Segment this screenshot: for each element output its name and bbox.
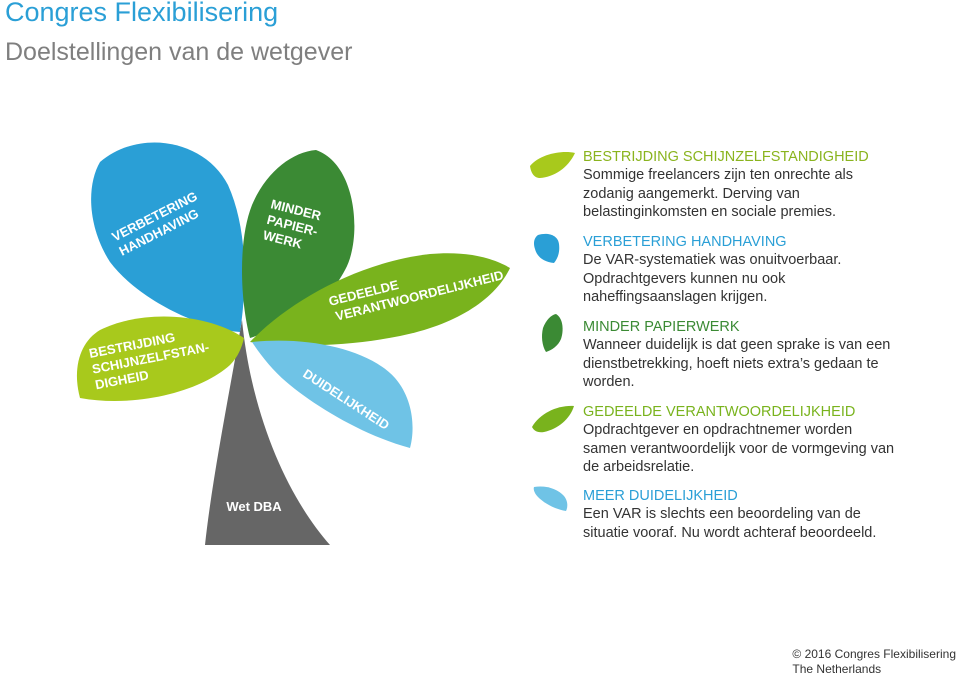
legend-title: VERBETERING HANDHAVING (583, 234, 787, 250)
legend-desc-line: belastinginkomsten en sociale premies. (583, 204, 837, 220)
legend-desc-line: naheffingsaanslagen krijgen. (583, 289, 768, 305)
leaf-icon (530, 152, 575, 178)
legend-desc-line: Sommige freelancers zijn ten onrechte al… (583, 167, 853, 183)
legend-title: GEDEELDE VERANTWOORDELIJKHEID (583, 404, 856, 420)
legend-desc-line: de arbeidsrelatie. (583, 459, 695, 475)
leaf-icon (542, 314, 563, 352)
legend-desc-line: situatie vooraf. Nu wordt achteraf beoor… (583, 524, 877, 541)
legend-desc-line: dienstbetrekking, hoeft niets extra’s ge… (583, 355, 879, 372)
legend-desc-line: Wanneer duidelijk is dat geen sprake is … (583, 337, 891, 353)
leaf-icon (533, 486, 568, 511)
footer: © 2016 Congres Flexibilisering The Nethe… (792, 647, 956, 677)
petal-verbetering (91, 142, 245, 332)
legend-desc-line: Opdrachtgever en opdrachtnemer worden (583, 422, 853, 438)
legend-title: MINDER PAPIERWERK (583, 319, 740, 335)
legend-desc-line: Een VAR is slechts een beoordeling van d… (583, 506, 861, 522)
legend-title: BESTRIJDING SCHIJNZELFSTANDIGHEID (583, 149, 869, 165)
footer-copyright: © 2016 Congres Flexibilisering (792, 647, 956, 661)
page-subtitle: Doelstellingen van de wetgever (5, 38, 353, 66)
legend-title: MEER DUIDELIJKHEID (583, 488, 738, 504)
petal-duidelijkheid (252, 340, 413, 448)
page-title: Congres Flexibilisering (5, 0, 279, 27)
petal-gedeelde (250, 253, 510, 346)
petal-label-minder: MINDER PAPIER- WERK (262, 196, 327, 255)
stem-label: Wet DBA (226, 499, 282, 514)
leaf-icon (532, 405, 574, 433)
legend-desc-line: Opdrachtgevers kunnen nu ook (583, 270, 786, 287)
legend-desc-line: zodanig aangemerkt. Derving van (583, 185, 800, 202)
stem-shape (205, 320, 330, 545)
legend-desc-line: samen verantwoordelijk voor de vormgevin… (583, 440, 895, 457)
footer-country: The Netherlands (792, 662, 882, 676)
flower-diagram: Wet DBA VERBETERING HANDHAVING MINDER PA… (76, 142, 510, 545)
petal-bestrijding (76, 316, 244, 402)
legend-desc-line: worden. (583, 374, 635, 390)
leaf-icon (534, 233, 560, 263)
legend-desc-line: De VAR-systematiek was onuitvoerbaar. (583, 252, 842, 268)
